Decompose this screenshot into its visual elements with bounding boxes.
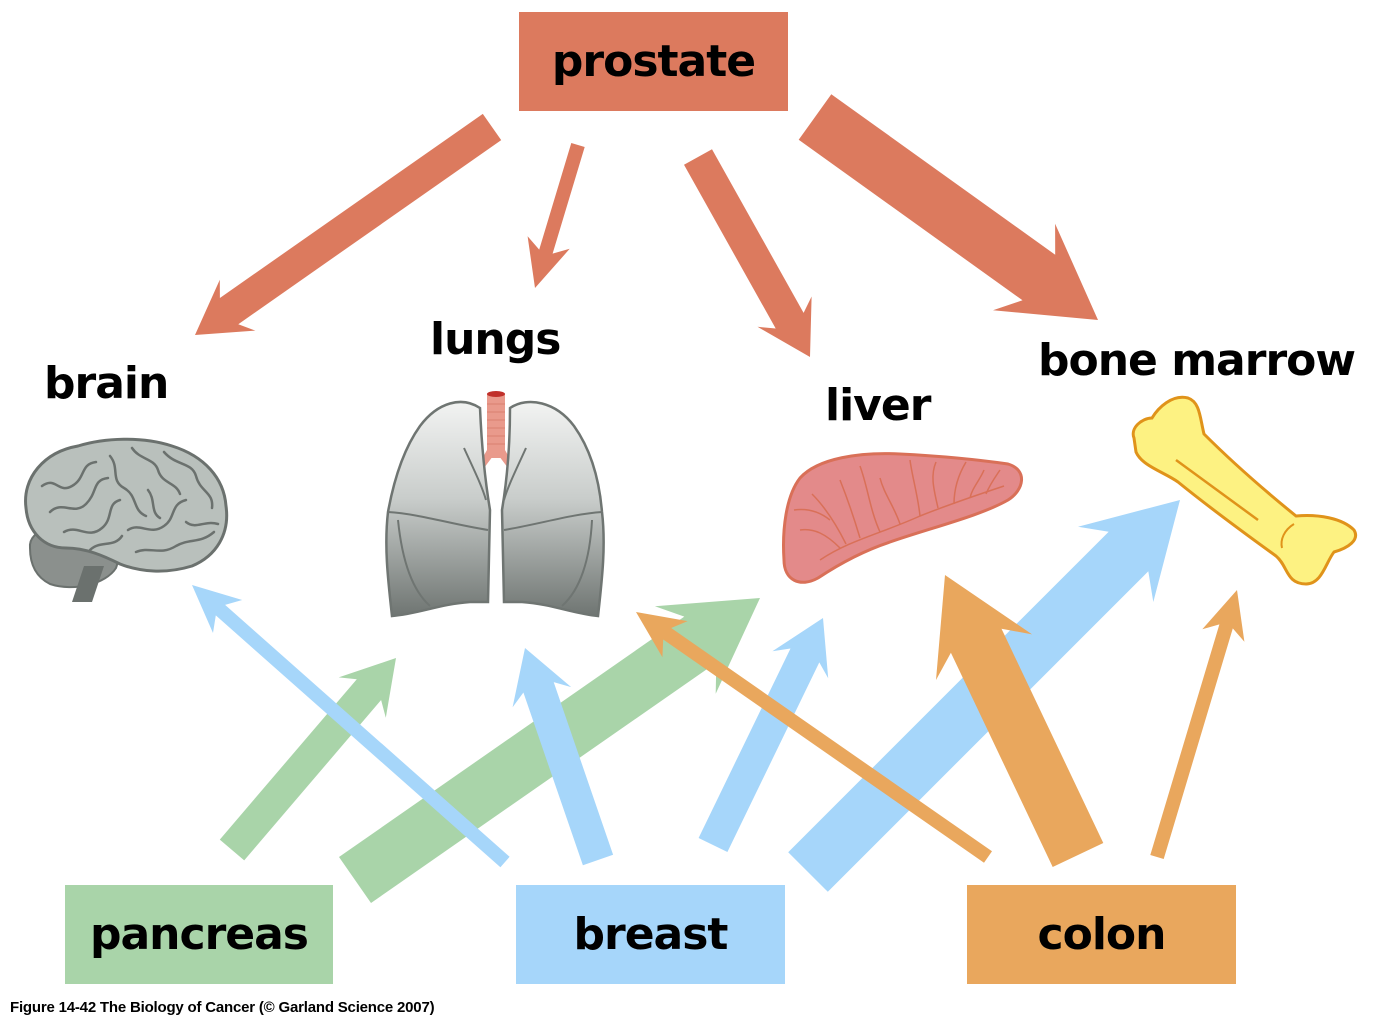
liver-icon	[782, 452, 1023, 584]
arrow-colon-to-bone-marrow	[1150, 590, 1245, 859]
source-label-breast: breast	[573, 909, 729, 960]
arrow-breast-to-brain	[192, 585, 510, 868]
arrow-prostate-to-brain	[195, 113, 502, 336]
source-label-prostate: prostate	[551, 36, 756, 87]
bone-icon	[1131, 395, 1357, 586]
arrow-breast-to-lungs	[512, 648, 614, 866]
figure-caption: Figure 14-42 The Biology of Cancer (© Ga…	[10, 999, 435, 1016]
target-label-lungs: lungs	[430, 314, 561, 365]
arrow-prostate-to-liver	[684, 149, 812, 357]
source-box-pancreas: pancreas	[65, 885, 333, 984]
target-label-liver: liver	[825, 380, 931, 431]
source-box-breast: breast	[516, 885, 785, 984]
source-box-prostate: prostate	[519, 12, 788, 111]
lungs-icon	[385, 391, 605, 618]
arrow-prostate-to-lungs	[527, 143, 585, 288]
arrow-colon-to-lungs	[636, 612, 992, 863]
arrow-breast-to-liver	[698, 618, 829, 852]
arrow-pancreas-to-lungs	[219, 658, 396, 861]
source-box-colon: colon	[967, 885, 1236, 984]
target-label-brain: brain	[44, 358, 169, 409]
brain-icon	[24, 437, 229, 602]
source-label-pancreas: pancreas	[89, 909, 309, 960]
source-label-colon: colon	[1037, 909, 1167, 960]
target-label-bone-marrow: bone marrow	[1038, 335, 1356, 386]
arrow-prostate-to-bone-marrow	[798, 94, 1098, 320]
arrow-colon-to-liver	[936, 575, 1104, 867]
